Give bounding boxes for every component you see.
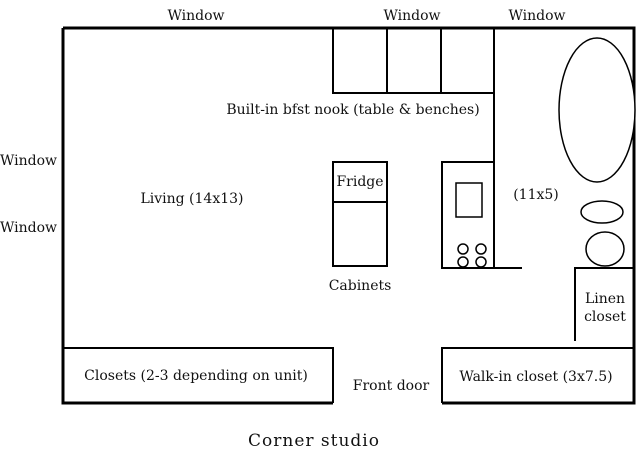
bathtub-icon <box>558 37 636 183</box>
fridge-label: Fridge <box>336 174 383 190</box>
front-door-label: Front door <box>353 378 430 394</box>
cabinets-box <box>332 201 388 267</box>
breakfast-nook-label: Built-in bfst nook (table & benches) <box>226 102 479 118</box>
stove-counter <box>441 161 494 269</box>
bath-size-label: (11x5) <box>513 187 559 203</box>
burner-icon <box>475 256 487 268</box>
walk-in-closet <box>441 347 634 403</box>
oven-icon <box>455 182 483 218</box>
plan-title: Corner studio <box>248 431 380 451</box>
burner-icon <box>457 243 469 255</box>
window-label-top-left: Window <box>167 8 224 24</box>
toilet-icon <box>585 231 625 267</box>
closets-wall <box>63 347 334 403</box>
window-label-left-1: Window <box>0 153 57 169</box>
walk-in-closet-label: Walk-in closet (3x7.5) <box>459 369 612 385</box>
window-label-top-mid: Window <box>383 8 440 24</box>
living-label: Living (14x13) <box>140 191 243 207</box>
window-label-top-right: Window <box>508 8 565 24</box>
burner-icon <box>457 256 469 268</box>
outer-wall <box>61 26 636 405</box>
kitchen-bath-wall <box>493 93 522 269</box>
cabinets-label: Cabinets <box>329 278 392 294</box>
linen-label: Linen <box>585 291 625 307</box>
window-label-left-2: Window <box>0 220 57 236</box>
sink-icon <box>580 200 624 224</box>
linen-closet <box>574 267 634 341</box>
closets-label: Closets (2-3 depending on unit) <box>84 368 308 384</box>
burner-icon <box>475 243 487 255</box>
breakfast-nook <box>332 28 495 94</box>
closet-label: closet <box>584 309 626 325</box>
